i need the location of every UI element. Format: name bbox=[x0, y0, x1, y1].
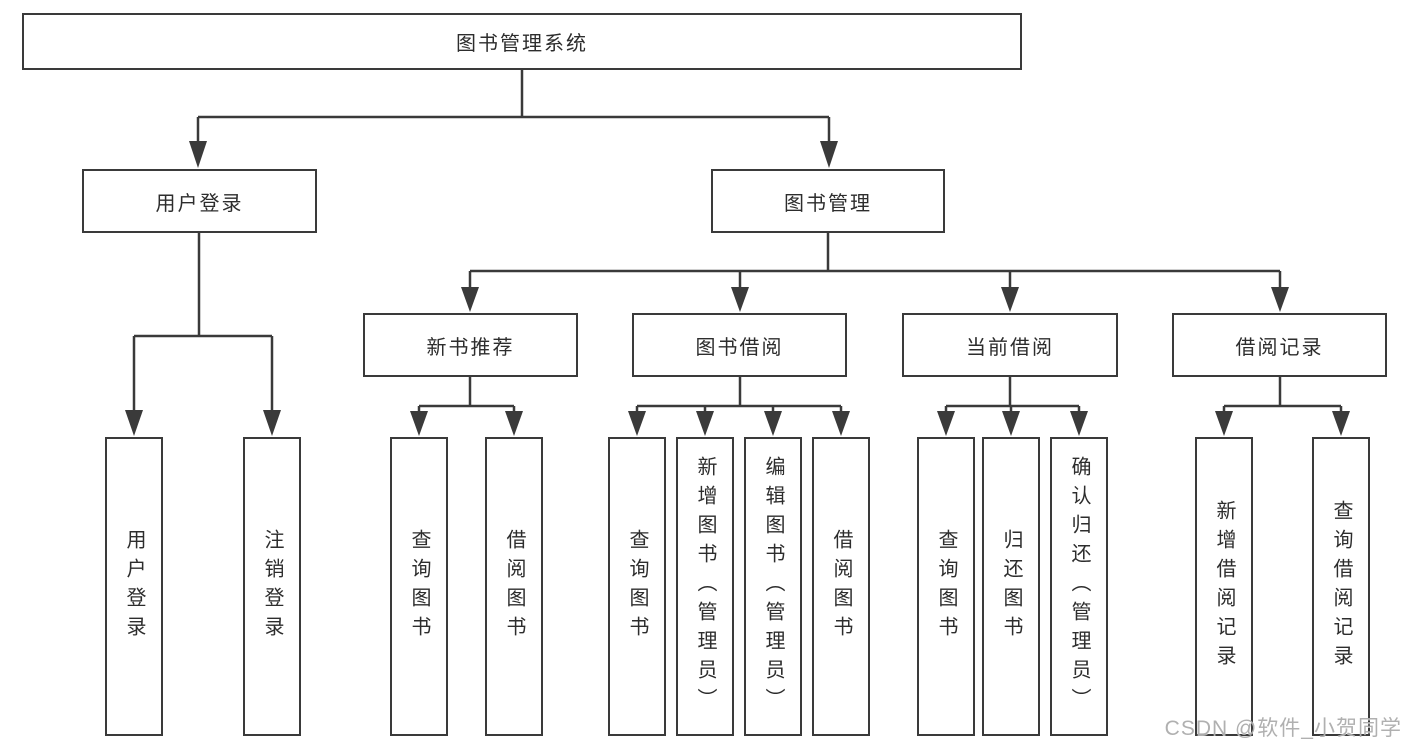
node-book-mgmt-label: 图书管理 bbox=[784, 192, 872, 215]
leaf-rec-query-book: 查询图书 bbox=[390, 437, 448, 736]
leaf-bor-add-book-label: 新增图书（管理员） bbox=[694, 456, 716, 717]
leaf-cur-return-book-label: 归还图书 bbox=[1000, 528, 1022, 645]
node-book-borrow-label: 图书借阅 bbox=[695, 336, 784, 359]
connector-currentborrow-to-leaves bbox=[944, 377, 1081, 412]
leaf-rec-query-record-label: 查询借阅记录 bbox=[1330, 499, 1352, 674]
leaf-user-login: 用户登录 bbox=[105, 437, 163, 736]
leaf-rec-query-record: 查询借阅记录 bbox=[1312, 437, 1370, 736]
leaf-logout-label: 注销登录 bbox=[261, 528, 283, 645]
node-book-borrow: 图书借阅 bbox=[632, 313, 847, 377]
node-user-login-label: 用户登录 bbox=[155, 192, 244, 215]
node-borrow-record-label: 借阅记录 bbox=[1235, 336, 1324, 359]
leaf-rec-query-book-label: 查询图书 bbox=[408, 528, 430, 645]
node-current-borrow: 当前借阅 bbox=[902, 313, 1118, 377]
node-borrow-record: 借阅记录 bbox=[1172, 313, 1387, 377]
leaf-cur-confirm-return-label: 确认归还（管理员） bbox=[1068, 456, 1090, 717]
leaf-bor-edit-book-label: 编辑图书（管理员） bbox=[762, 456, 784, 717]
connector-newbookrec-to-leaves bbox=[417, 377, 516, 412]
csdn-watermark: CSDN @软件_小贺同学 bbox=[1164, 717, 1402, 740]
arrowheads bbox=[125, 141, 1350, 436]
connector-bookmgmt-to-level2 bbox=[468, 233, 1282, 288]
leaf-cur-confirm-return: 确认归还（管理员） bbox=[1050, 437, 1108, 736]
leaf-user-login-label: 用户登录 bbox=[123, 528, 145, 645]
leaf-rec-add-record: 新增借阅记录 bbox=[1195, 437, 1253, 736]
leaf-logout: 注销登录 bbox=[243, 437, 301, 736]
node-root: 图书管理系统 bbox=[22, 13, 1022, 70]
leaf-rec-borrow-book: 借阅图书 bbox=[485, 437, 543, 736]
node-current-borrow-label: 当前借阅 bbox=[966, 336, 1054, 359]
leaf-bor-borrow-book: 借阅图书 bbox=[812, 437, 870, 736]
node-user-login: 用户登录 bbox=[82, 169, 317, 233]
node-root-label: 图书管理系统 bbox=[456, 33, 588, 55]
leaf-cur-query-book-label: 查询图书 bbox=[935, 528, 957, 645]
leaf-rec-borrow-book-label: 借阅图书 bbox=[503, 528, 525, 645]
leaf-rec-add-record-label: 新增借阅记录 bbox=[1213, 499, 1235, 674]
leaf-cur-query-book: 查询图书 bbox=[917, 437, 975, 736]
connector-bookborrow-to-leaves bbox=[635, 377, 843, 412]
leaf-bor-borrow-book-label: 借阅图书 bbox=[830, 528, 852, 645]
leaf-bor-query-book-label: 查询图书 bbox=[626, 528, 648, 645]
connector-userlogin-to-leaves bbox=[132, 233, 274, 411]
node-book-mgmt: 图书管理 bbox=[711, 169, 945, 233]
connector-borrowrecord-to-leaves bbox=[1222, 377, 1343, 412]
leaf-cur-return-book: 归还图书 bbox=[982, 437, 1040, 736]
connector-root-to-level1 bbox=[196, 70, 831, 142]
leaf-bor-edit-book: 编辑图书（管理员） bbox=[744, 437, 802, 736]
node-new-book-rec-label: 新书推荐 bbox=[426, 336, 515, 359]
leaf-bor-add-book: 新增图书（管理员） bbox=[676, 437, 734, 736]
node-new-book-rec: 新书推荐 bbox=[363, 313, 578, 377]
leaf-bor-query-book: 查询图书 bbox=[608, 437, 666, 736]
